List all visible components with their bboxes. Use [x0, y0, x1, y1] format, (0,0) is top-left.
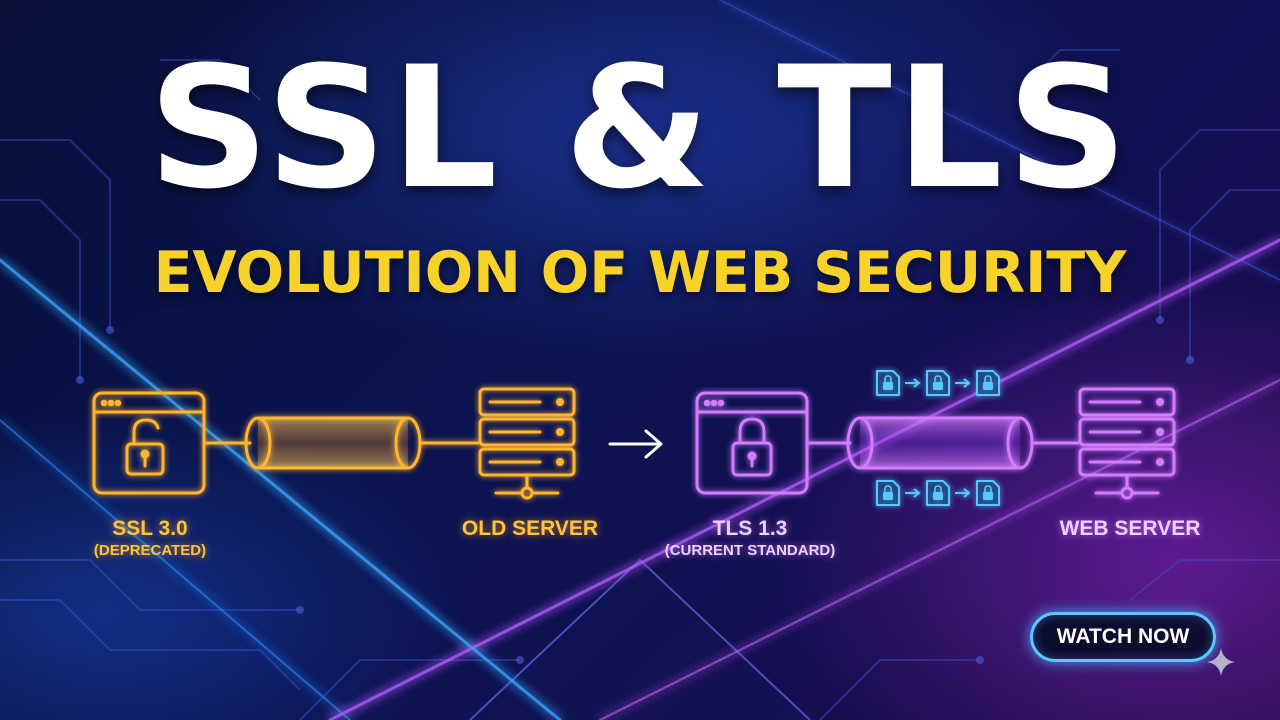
legacy-status-label: (DEPRECATED)	[93, 542, 207, 559]
modern-status-label: (CURRENT STANDARD)	[664, 542, 836, 559]
page-title: SSL & TLS	[148, 30, 1132, 226]
locked-browser-window-icon	[695, 391, 809, 495]
modern-protocol-label: TLS 1.3	[712, 517, 788, 540]
connection-pipe-icon	[244, 416, 422, 470]
arrow-right-icon	[608, 429, 663, 459]
chip-outline	[469, 558, 811, 720]
modern-diagram	[695, 387, 1176, 500]
locked-document-icon	[976, 370, 1000, 396]
circuit-traces	[0, 49, 1280, 720]
encrypted-pipe-icon	[846, 416, 1034, 470]
arrow-right-icon	[955, 488, 971, 498]
arrow-right-icon	[905, 378, 921, 388]
locked-document-icon	[876, 370, 900, 396]
locked-document-icon	[976, 480, 1000, 506]
page-subtitle: EVOLUTION OF WEB SECURITY	[153, 240, 1127, 306]
server-rack-icon	[1078, 387, 1176, 500]
sparkle-icon	[1207, 648, 1235, 676]
unlocked-browser-window-icon	[92, 391, 206, 495]
locked-document-icon	[876, 480, 900, 506]
modern-server-label: WEB SERVER	[1059, 517, 1201, 540]
legacy-protocol-label: SSL 3.0	[112, 517, 188, 540]
encrypted-packets	[876, 370, 1000, 506]
server-rack-icon	[478, 387, 576, 500]
legacy-server-label: OLD SERVER	[461, 517, 599, 540]
locked-document-icon	[926, 370, 950, 396]
locked-document-icon	[926, 480, 950, 506]
watch-now-button[interactable]: WATCH NOW	[1030, 612, 1216, 662]
legacy-diagram	[92, 387, 576, 500]
arrow-right-icon	[955, 378, 971, 388]
arrow-right-icon	[905, 488, 921, 498]
circuit-pads	[76, 316, 1194, 664]
